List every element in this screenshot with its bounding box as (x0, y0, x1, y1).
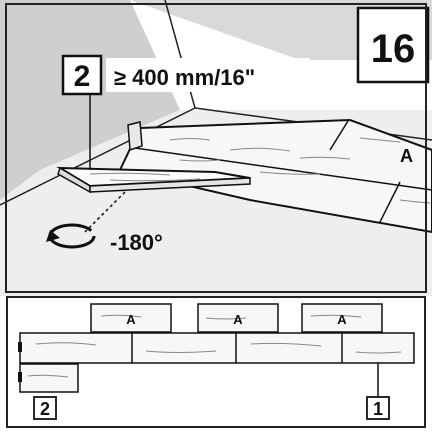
plank-a-3 (301, 303, 383, 333)
layout-plan: A A A 2 1 (6, 296, 426, 430)
marker-2: 2 (40, 399, 50, 419)
callout-index: 2 (74, 60, 91, 93)
callout-index-box (61, 54, 103, 96)
new-plank (56, 166, 251, 194)
marker-2-box (33, 396, 57, 420)
plank-a-1 (90, 303, 172, 333)
callout-distance: ≥ 400 mm/16" (114, 65, 255, 90)
marker-1: 1 (373, 399, 383, 419)
installation-illustration: A -180° 2 ≥ 400 mm/16" 16 (0, 0, 432, 296)
step-number: 16 (371, 27, 416, 71)
marker-1-box (366, 396, 390, 420)
plank-label-a: A (400, 146, 413, 166)
step-number-box (356, 6, 430, 84)
rotate-arrow-icon (46, 223, 96, 249)
plank-row-middle (19, 332, 415, 364)
spacer-1 (18, 342, 22, 352)
installation-view: A -180° 2 ≥ 400 mm/16" 16 (0, 0, 432, 296)
callout-text-bg (106, 58, 310, 92)
row-label-a-2: A (233, 312, 243, 327)
wall-floor-edge (0, 107, 196, 206)
layout-plan-illustration: A A A 2 1 (6, 296, 426, 428)
top-panel-frame (5, 3, 427, 293)
rotation-label: -180° (110, 230, 163, 255)
wood-grain (27, 314, 402, 378)
installed-planks (118, 118, 432, 234)
row-label-a-3: A (337, 312, 347, 327)
plank-short (19, 363, 79, 393)
row-label-a-1: A (126, 312, 136, 327)
spacer-2 (18, 372, 22, 382)
back-wall (0, 0, 432, 60)
tapping-block (127, 121, 143, 152)
